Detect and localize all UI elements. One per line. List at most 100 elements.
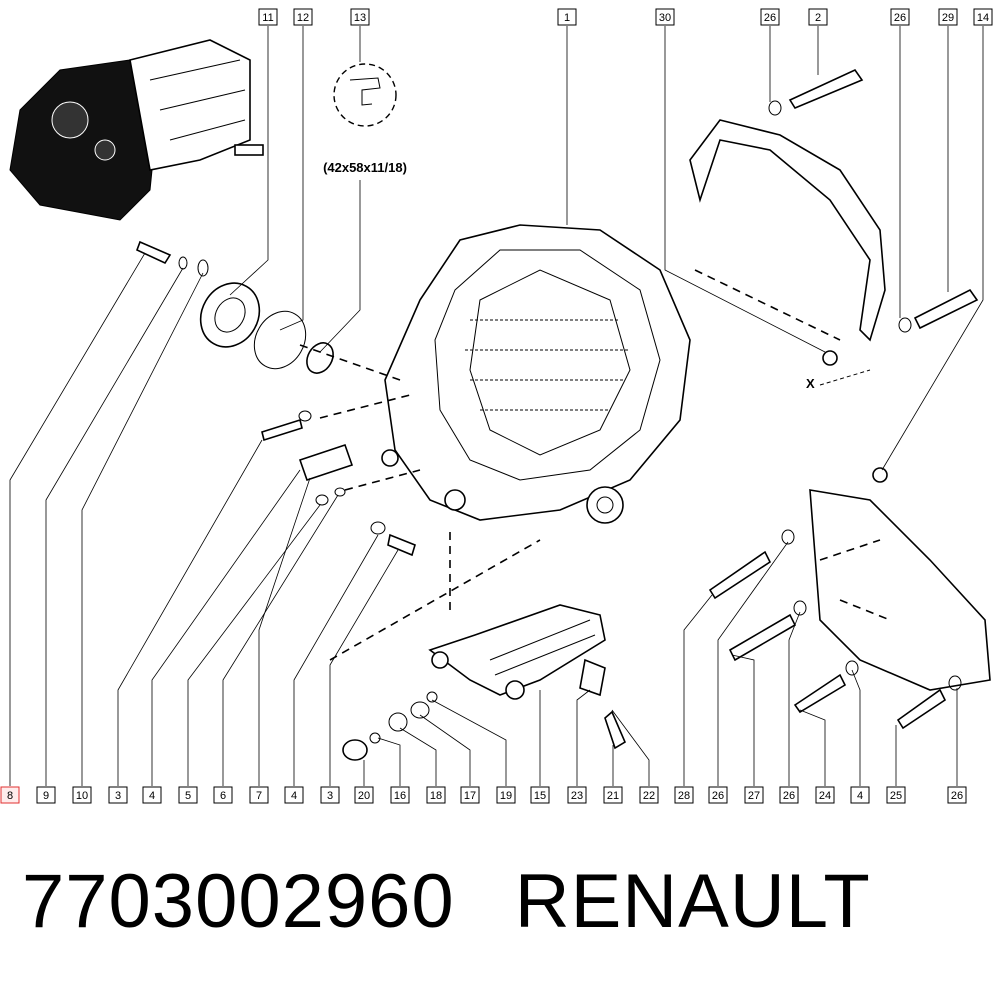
callout-box bbox=[567, 786, 587, 804]
callout-box bbox=[142, 786, 162, 804]
callout-label: 26 bbox=[894, 12, 906, 24]
bottom-callout-8: 4 bbox=[284, 786, 304, 804]
bottom-callout-12: 18 bbox=[426, 786, 446, 804]
callout-label: 26 bbox=[712, 790, 724, 802]
callout-box bbox=[938, 8, 958, 26]
callout-box bbox=[603, 786, 623, 804]
top-callout-2: 13 bbox=[350, 8, 370, 26]
callout-label: 26 bbox=[783, 790, 795, 802]
callout-label: 1 bbox=[564, 12, 570, 24]
callout-box bbox=[460, 786, 480, 804]
callout-label: 6 bbox=[220, 790, 226, 802]
callout-box bbox=[496, 786, 516, 804]
bottom-callout-7: 7 bbox=[249, 786, 269, 804]
callout-box bbox=[886, 786, 906, 804]
callout-label: 26 bbox=[764, 12, 776, 24]
bottom-callout-17: 21 bbox=[603, 786, 623, 804]
callout-box bbox=[426, 786, 446, 804]
callout-box bbox=[350, 8, 370, 26]
bottom-callout-25: 25 bbox=[886, 786, 906, 804]
bottom-callout-2: 10 bbox=[72, 786, 92, 804]
callouts-top: 11 12 13 1 30 26 2 26 29 14 bbox=[258, 8, 993, 26]
callout-box bbox=[72, 786, 92, 804]
assembly-lines bbox=[299, 269, 891, 661]
cover-plate-top: X bbox=[689, 68, 979, 391]
callout-box bbox=[108, 786, 128, 804]
bottom-callout-18: 22 bbox=[639, 786, 659, 804]
callout-label: 9 bbox=[43, 790, 49, 802]
callout-box bbox=[779, 786, 799, 804]
callout-label: 8 bbox=[7, 790, 13, 802]
top-callout-3: 1 bbox=[557, 8, 577, 26]
callout-box bbox=[249, 786, 269, 804]
callout-box bbox=[708, 786, 728, 804]
top-callout-9: 14 bbox=[973, 8, 993, 26]
callout-box bbox=[530, 786, 550, 804]
callout-label: 16 bbox=[394, 790, 406, 802]
top-callout-4: 30 bbox=[655, 8, 675, 26]
axis-marker-label: X bbox=[806, 376, 815, 391]
bottom-callout-11: 16 bbox=[390, 786, 410, 804]
callout-box bbox=[890, 8, 910, 26]
callout-label: 28 bbox=[678, 790, 690, 802]
callout-box bbox=[655, 8, 675, 26]
bottom-callout-3: 3 bbox=[108, 786, 128, 804]
callout-label: 23 bbox=[571, 790, 583, 802]
callout-label: 24 bbox=[819, 790, 831, 802]
cover-plate-bottom bbox=[708, 467, 991, 730]
seal-detail: (42x58x11/18) bbox=[323, 63, 407, 175]
callout-box bbox=[258, 8, 278, 26]
callout-label: 4 bbox=[149, 790, 155, 802]
top-callout-0: 11 bbox=[258, 8, 278, 26]
callout-box bbox=[760, 8, 780, 26]
callout-label: 2 bbox=[815, 12, 821, 24]
callout-box bbox=[390, 786, 410, 804]
callout-label: 15 bbox=[534, 790, 546, 802]
callout-label: 3 bbox=[115, 790, 121, 802]
bottom-callout-4: 4 bbox=[142, 786, 162, 804]
callout-label: 30 bbox=[659, 12, 671, 24]
callout-label: 20 bbox=[358, 790, 370, 802]
callout-label: 3 bbox=[327, 790, 333, 802]
callout-label: 26 bbox=[951, 790, 963, 802]
callout-label: 17 bbox=[464, 790, 476, 802]
callout-label: 12 bbox=[297, 12, 309, 24]
callout-label: 5 bbox=[185, 790, 191, 802]
callout-label: 13 bbox=[354, 12, 366, 24]
bottom-callout-6: 6 bbox=[213, 786, 233, 804]
callout-box bbox=[213, 786, 233, 804]
callout-box bbox=[293, 8, 313, 26]
callout-label: 7 bbox=[256, 790, 262, 802]
callout-label: 18 bbox=[430, 790, 442, 802]
bottom-callout-24: 4 bbox=[850, 786, 870, 804]
callout-label: 22 bbox=[643, 790, 655, 802]
top-callout-7: 26 bbox=[890, 8, 910, 26]
bottom-callout-16: 23 bbox=[567, 786, 587, 804]
brand-name: RENAULT bbox=[514, 859, 871, 944]
exploded-parts-diagram: (42x58x11/18) X bbox=[0, 8, 993, 804]
bottom-callout-5: 5 bbox=[178, 786, 198, 804]
callout-box bbox=[36, 786, 56, 804]
callout-box bbox=[973, 8, 993, 26]
callout-label: 25 bbox=[890, 790, 902, 802]
bottom-callout-19: 28 bbox=[674, 786, 694, 804]
callout-label: 21 bbox=[607, 790, 619, 802]
callout-box bbox=[674, 786, 694, 804]
bottom-callout-14: 19 bbox=[496, 786, 516, 804]
bottom-callout-1: 9 bbox=[36, 786, 56, 804]
callout-label: 19 bbox=[500, 790, 512, 802]
callout-box bbox=[178, 786, 198, 804]
callout-label: 4 bbox=[291, 790, 297, 802]
bottom-callout-23: 24 bbox=[815, 786, 835, 804]
bottom-callout-22: 26 bbox=[779, 786, 799, 804]
callout-box bbox=[284, 786, 304, 804]
callout-box bbox=[808, 8, 828, 26]
callout-box bbox=[354, 786, 374, 804]
top-callout-8: 29 bbox=[938, 8, 958, 26]
top-callout-6: 2 bbox=[808, 8, 828, 26]
callout-label: 10 bbox=[76, 790, 88, 802]
callout-label: 11 bbox=[262, 12, 273, 24]
callout-box bbox=[850, 786, 870, 804]
